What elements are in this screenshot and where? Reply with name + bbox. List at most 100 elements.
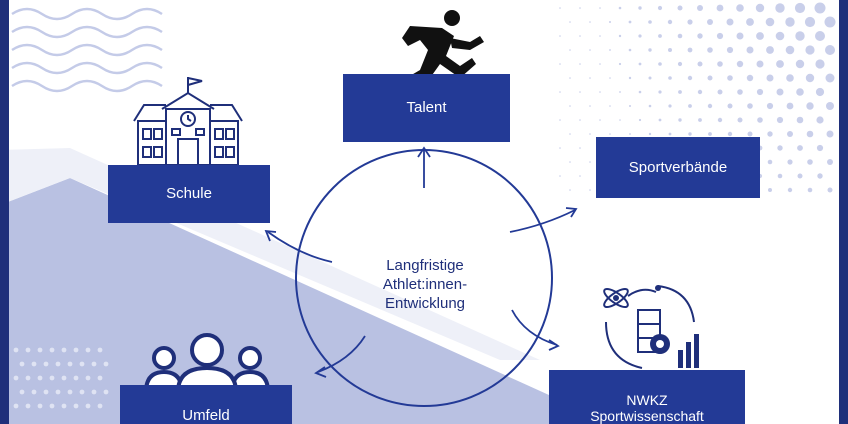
- pattern-dot: [579, 91, 581, 93]
- pattern-dot: [787, 131, 793, 137]
- pattern-dot: [579, 147, 581, 149]
- pattern-dot: [707, 103, 713, 109]
- pattern-dot: [825, 73, 835, 83]
- node-talent-label: Talent: [406, 99, 447, 116]
- pattern-dot: [618, 62, 622, 66]
- arrowhead-schule: [264, 229, 277, 242]
- pattern-dot: [717, 117, 723, 123]
- pattern-dot: [726, 18, 734, 26]
- pattern-dot: [658, 62, 662, 66]
- arrow-sportverbaende: [509, 209, 576, 233]
- pattern-dot: [648, 48, 652, 52]
- arrow-schule: [267, 231, 333, 263]
- pattern-dot: [103, 361, 109, 367]
- pattern-dot: [804, 16, 816, 28]
- pattern-dot: [638, 118, 642, 122]
- pattern-dot: [668, 48, 672, 52]
- pattern-dot: [786, 102, 794, 110]
- pattern-dot: [816, 144, 824, 152]
- pattern-dot: [589, 133, 591, 135]
- pattern-dot: [727, 103, 733, 109]
- pattern-dot: [727, 131, 733, 137]
- pattern-dot: [795, 59, 805, 69]
- pattern-dot: [37, 375, 43, 381]
- cycle-arrows: [264, 146, 578, 378]
- node-umfeld: Umfeld: [120, 385, 292, 424]
- pattern-dot: [618, 6, 622, 10]
- pattern-dot: [775, 3, 785, 13]
- pattern-dot: [746, 74, 754, 82]
- pattern-dot: [766, 102, 774, 110]
- pattern-dot: [825, 45, 835, 55]
- pattern-dot: [103, 389, 109, 395]
- pattern-dot: [707, 75, 713, 81]
- pattern-dot: [559, 91, 561, 93]
- pattern-dot: [687, 19, 693, 25]
- pattern-dot: [589, 161, 591, 163]
- pattern-dot: [756, 88, 764, 96]
- pattern-dot: [815, 31, 825, 41]
- pattern-dot: [37, 347, 43, 353]
- pattern-dot: [609, 49, 611, 51]
- pattern-dot: [85, 375, 91, 381]
- pattern-dot: [785, 45, 795, 55]
- pattern-dot: [91, 361, 97, 367]
- pattern-dot: [765, 17, 775, 27]
- pattern-dot: [569, 133, 571, 135]
- pattern-dot: [658, 118, 662, 122]
- pattern-dot: [13, 403, 19, 409]
- pattern-dot: [697, 5, 703, 11]
- pattern-dot: [73, 347, 79, 353]
- pattern-dot: [589, 21, 591, 23]
- pattern-dot: [776, 116, 784, 124]
- center-label: Langfristige Athlet:innen- Entwicklung: [345, 256, 505, 313]
- wave-pattern: [11, 7, 163, 93]
- pattern-dot: [658, 34, 662, 38]
- pattern-dot: [618, 34, 622, 38]
- pattern-dot: [785, 17, 795, 27]
- pattern-dot: [814, 2, 826, 14]
- pattern-dot: [736, 4, 744, 12]
- pattern-dot: [687, 75, 693, 81]
- pattern-dot: [609, 77, 611, 79]
- pattern-dot: [756, 60, 764, 68]
- arrow-nwkz: [511, 309, 558, 346]
- pattern-dot: [805, 45, 815, 55]
- pattern-dot: [638, 62, 642, 66]
- node-talent: Talent: [343, 74, 510, 142]
- pattern-dot: [697, 61, 703, 67]
- pattern-dot: [569, 161, 571, 163]
- pattern-dot: [746, 46, 754, 54]
- center-label-line1: Langfristige: [386, 257, 464, 274]
- pattern-dot: [37, 403, 43, 409]
- pattern-dot: [599, 63, 601, 65]
- pattern-dot: [737, 89, 743, 95]
- pattern-dot: [67, 361, 73, 367]
- pattern-dot: [609, 105, 611, 107]
- arrowhead-nwkz: [548, 339, 560, 351]
- pattern-dot: [717, 61, 723, 67]
- pattern-dot: [609, 133, 611, 135]
- pattern-dot: [61, 375, 67, 381]
- node-schule-label: Schule: [166, 185, 212, 202]
- pattern-dot: [757, 117, 763, 123]
- pattern-dot: [629, 105, 631, 107]
- pattern-dot: [13, 375, 19, 381]
- pattern-dot: [638, 90, 642, 94]
- pattern-dot: [786, 74, 794, 82]
- pattern-dot: [815, 59, 825, 69]
- pattern-dot: [817, 173, 823, 179]
- pattern-dot: [569, 105, 571, 107]
- pattern-dot: [97, 375, 103, 381]
- pattern-dot: [61, 403, 67, 409]
- pattern-dot: [736, 60, 744, 68]
- arrow-umfeld: [317, 335, 366, 373]
- pattern-dot: [816, 116, 824, 124]
- pattern-dot: [767, 131, 773, 137]
- node-nwkz: NWKZ Sportwissenschaft: [549, 370, 745, 424]
- pattern-dot: [796, 88, 804, 96]
- pattern-dot: [766, 74, 774, 82]
- pattern-dot: [19, 389, 25, 395]
- pattern-dot: [826, 130, 834, 138]
